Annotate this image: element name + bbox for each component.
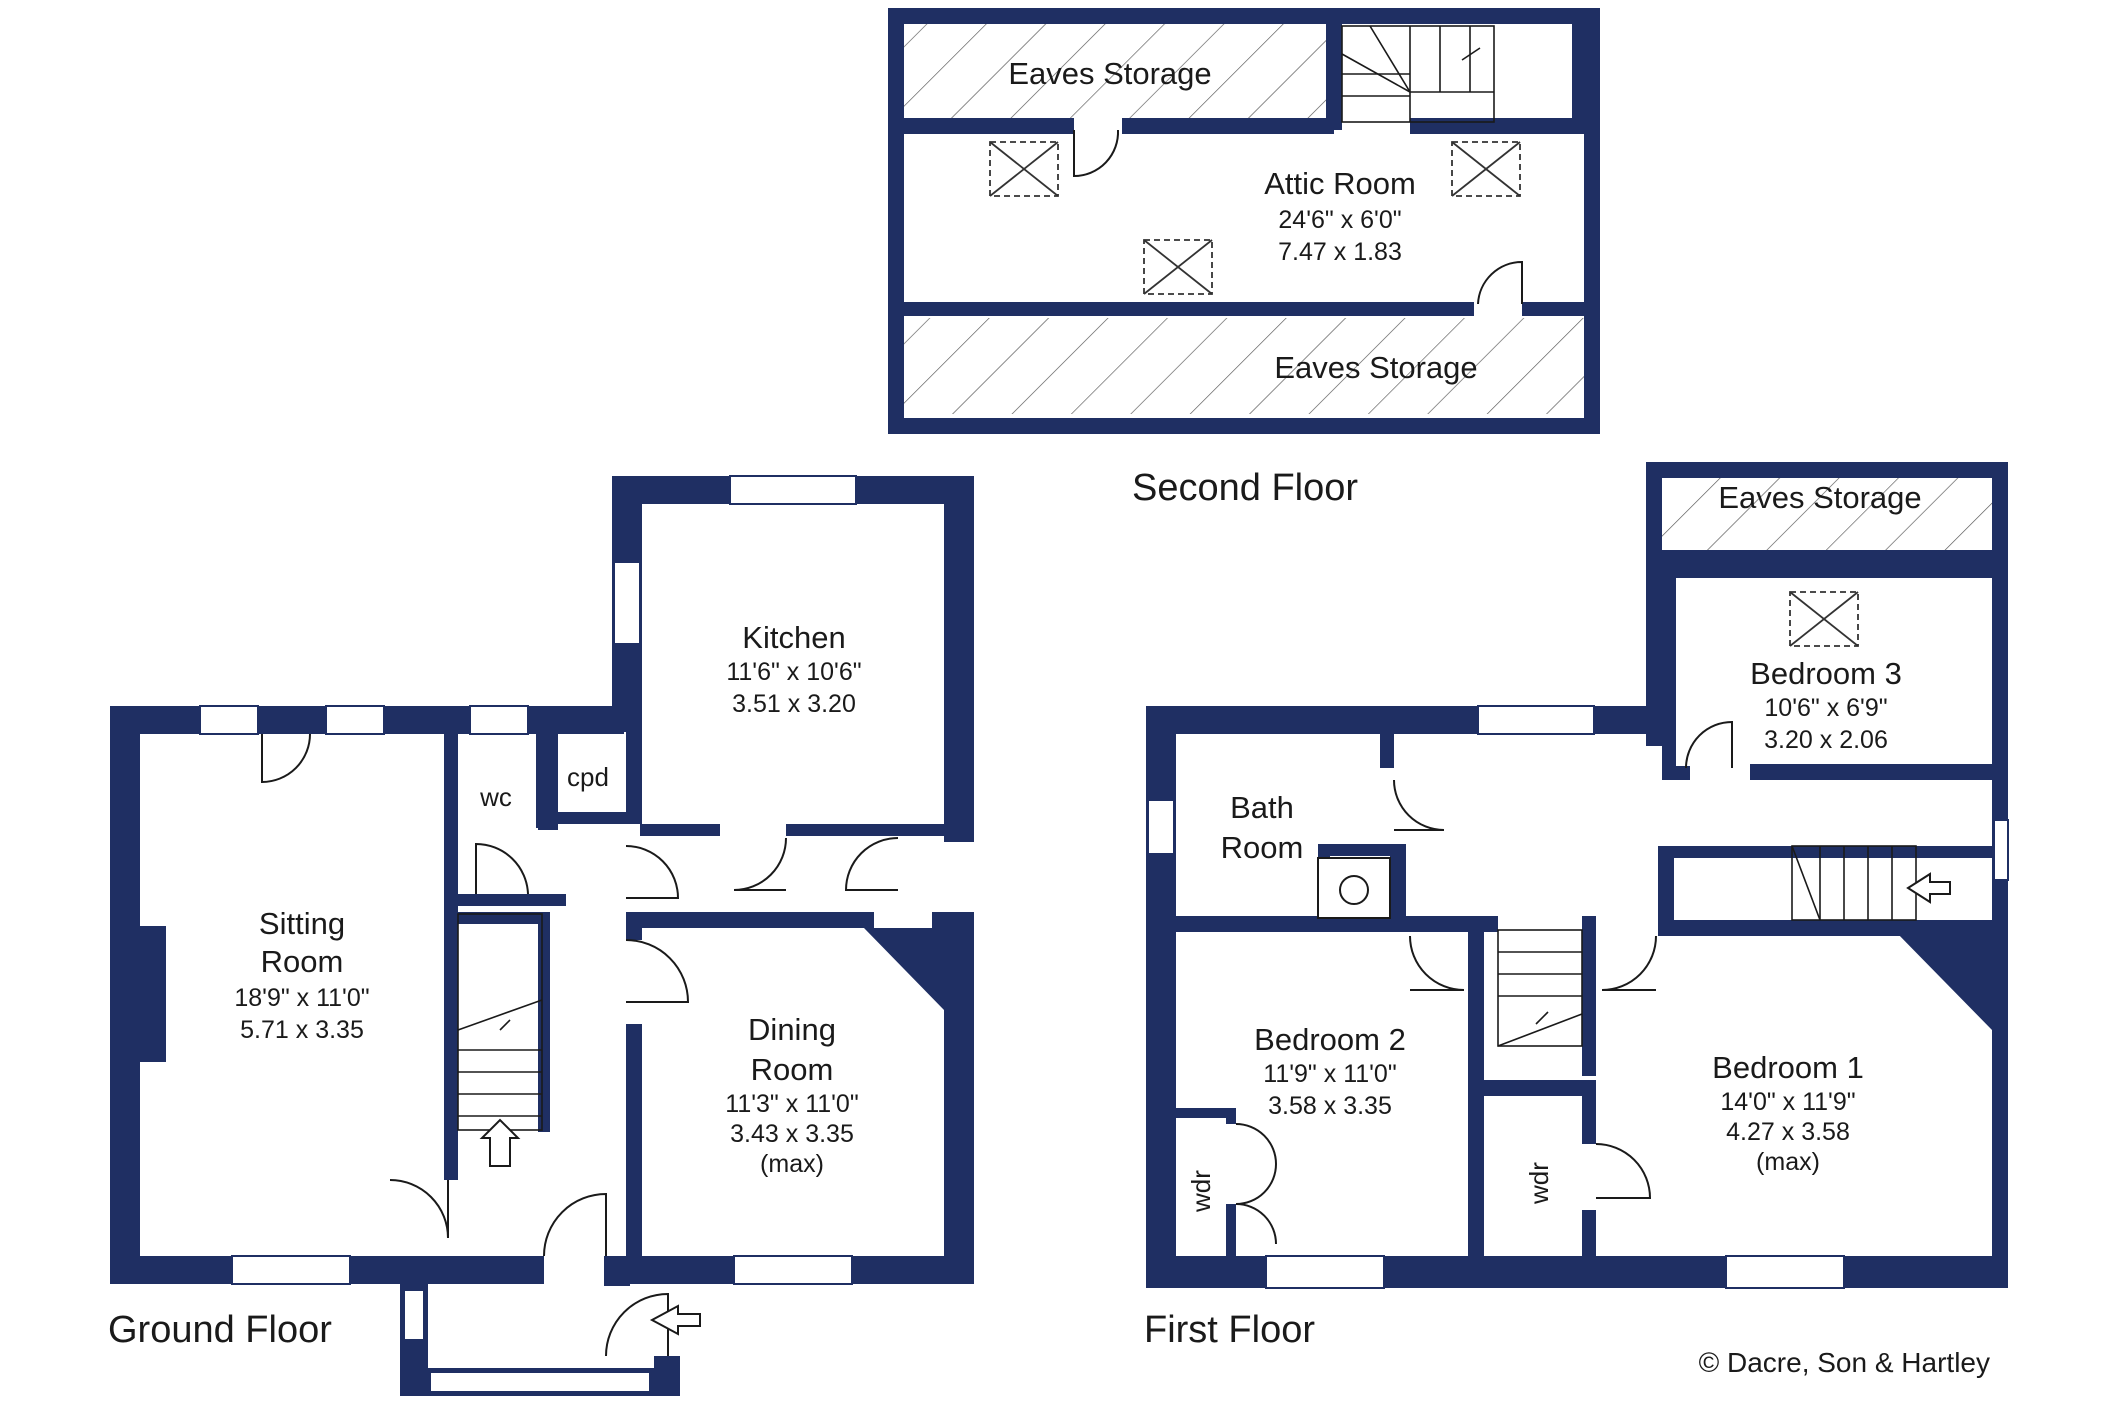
attic-room-name: Attic Room [1264, 166, 1416, 201]
eaves-storage-bottom-area [904, 318, 1586, 414]
sitting-room-name-line1: Sitting [259, 906, 345, 941]
bedroom-1-dim-metric: 4.27 x 3.58 [1726, 1118, 1850, 1146]
bedroom-3-name: Bedroom 3 [1750, 656, 1902, 691]
bedroom-1-dim-imperial: 14'0" x 11'9" [1720, 1088, 1855, 1116]
ground-floor-label: Ground Floor [108, 1309, 332, 1351]
dining-room-dim-metric: 3.43 x 3.35 [730, 1120, 854, 1148]
sitting-room-dim-metric: 5.71 x 3.35 [240, 1016, 364, 1044]
bedroom-1-name: Bedroom 1 [1712, 1050, 1864, 1085]
skylight-icon [1789, 591, 1859, 647]
dining-room-dim-imperial: 11'3" x 11'0" [725, 1090, 858, 1118]
dining-room-note: (max) [760, 1150, 824, 1178]
arrow-up-icon [479, 1118, 521, 1167]
kitchen-name: Kitchen [742, 620, 845, 655]
skylight-icon [1451, 141, 1521, 197]
second-floor: Eaves Storage Eaves Storage Attic Room 2… [888, 8, 1600, 509]
wc-label: wc [479, 782, 512, 812]
eaves-storage-label: Eaves Storage [1008, 56, 1211, 91]
kitchen-dim-imperial: 11'6" x 10'6" [726, 658, 861, 686]
eaves-storage-area [1658, 478, 1992, 550]
stairs-first-floor-upper [1791, 845, 1951, 921]
first-floor: Eaves Storage Bedroom 3 10'6" x 6'9" 3.2… [1144, 462, 2009, 1351]
sitting-room-name-line2: Room [261, 944, 344, 979]
bedroom-3-dim-metric: 3.20 x 2.06 [1764, 726, 1888, 754]
bath-room-name-line2: Room [1221, 830, 1304, 865]
cpd-label: cpd [567, 762, 609, 792]
bedroom-2-dim-metric: 3.58 x 3.35 [1268, 1092, 1392, 1120]
arrow-left-icon [649, 1304, 701, 1336]
bedroom-3-dim-imperial: 10'6" x 6'9" [1764, 694, 1887, 722]
stairs-ground-floor [457, 913, 543, 1167]
skylight-icon [1143, 239, 1213, 295]
second-floor-label: Second Floor [1132, 467, 1358, 509]
bedroom-1-note: (max) [1756, 1148, 1820, 1176]
sitting-room-dim-imperial: 18'9" x 11'0" [234, 984, 369, 1012]
stairs-second-floor [1341, 25, 1495, 123]
attic-room-dim-imperial: 24'6" x 6'0" [1278, 206, 1401, 234]
bath-room-name-line1: Bath [1230, 790, 1294, 825]
shower-icon [1317, 857, 1391, 919]
wardrobe-label: wdr [1524, 1162, 1554, 1205]
eaves-storage-label: Eaves Storage [1718, 480, 1921, 515]
stairs-first-floor-lower [1497, 929, 1583, 1047]
eaves-storage-top-area [904, 22, 1328, 118]
attic-room-dim-metric: 7.47 x 1.83 [1278, 238, 1402, 266]
first-floor-label: First Floor [1144, 1309, 1315, 1351]
bedroom-2-dim-imperial: 11'9" x 11'0" [1263, 1060, 1396, 1088]
skylight-icon [989, 141, 1059, 197]
copyright-notice: © Dacre, Son & Hartley [1699, 1347, 1990, 1378]
eaves-storage-label: Eaves Storage [1274, 350, 1477, 385]
bedroom-2-name: Bedroom 2 [1254, 1022, 1406, 1057]
dining-room-name-line2: Room [751, 1052, 834, 1087]
arrow-left-icon [1906, 872, 1951, 904]
dining-room-name-line1: Dining [748, 1012, 836, 1047]
ground-floor: Kitchen 11'6" x 10'6" 3.51 x 3.20 Sittin… [108, 475, 974, 1396]
kitchen-dim-metric: 3.51 x 3.20 [732, 690, 856, 718]
wardrobe-label: wdr [1186, 1170, 1216, 1213]
